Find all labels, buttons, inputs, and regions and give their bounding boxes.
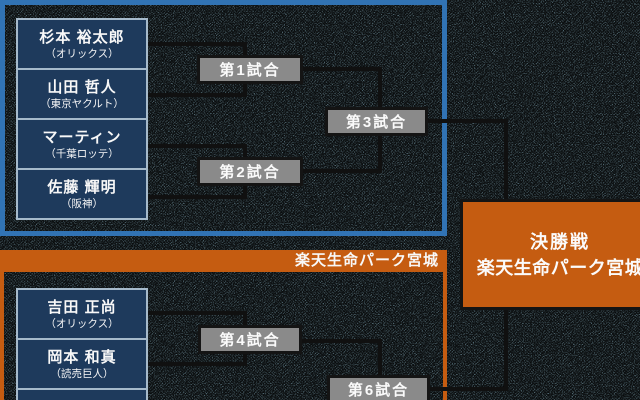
bracket-line (378, 339, 382, 377)
match-box-4: 第4試合 (198, 325, 302, 354)
player-card: 杉本 裕太郎 （オリックス） (18, 20, 146, 68)
final-venue: 楽天生命パーク宮城 (476, 257, 640, 278)
bracket-line (430, 387, 508, 391)
top-player-panel: 杉本 裕太郎 （オリックス） 山田 哲人 （東京ヤクルト） マーティン （千葉ロ… (16, 18, 148, 220)
bracket-line (303, 169, 382, 173)
player-name: 杉本 裕太郎 (39, 28, 125, 46)
bottom-player-panel: 吉田 正尚 （オリックス） 岡本 和真 （読売巨人） (16, 288, 148, 400)
bracket-line (504, 308, 508, 391)
bracket-line (378, 67, 382, 109)
player-name: 岡本 和真 (47, 348, 117, 366)
player-card: 山田 哲人 （東京ヤクルト） (18, 70, 146, 118)
player-name: 佐藤 輝明 (47, 178, 117, 196)
bracket-line (428, 119, 508, 123)
bracket-line (378, 134, 382, 173)
venue-banner: 楽天生命パーク宮城 (0, 250, 447, 272)
match-box-6: 第6試合 (327, 375, 430, 400)
bracket-line (146, 93, 247, 97)
player-card: マーティン （千葉ロッテ） (18, 120, 146, 168)
bracket-line (243, 352, 247, 366)
bracket-line (243, 184, 247, 199)
bracket-line (146, 362, 247, 366)
match-box-1: 第1試合 (197, 55, 303, 84)
bracket-line (302, 339, 382, 343)
player-card: 佐藤 輝明 （阪神） (18, 170, 146, 218)
venue-banner-label: 楽天生命パーク宮城 (294, 252, 439, 269)
bracket-line (303, 67, 382, 71)
final-title: 決勝戦 (530, 231, 590, 252)
player-team: （東京ヤクルト） (40, 97, 124, 110)
bracket-line (146, 144, 247, 148)
bracket-line (243, 82, 247, 97)
player-team: （阪神） (61, 197, 103, 210)
player-card (18, 390, 146, 400)
player-team: （読売巨人） (50, 367, 114, 380)
bottom-section-frame-right (443, 272, 447, 400)
final-match-box: 決勝戦 楽天生命パーク宮城 (460, 199, 640, 310)
bracket-line (146, 311, 247, 315)
bracket-line (146, 195, 247, 199)
match-box-3: 第3試合 (325, 107, 428, 136)
player-team: （千葉ロッテ） (45, 147, 119, 160)
player-team: （オリックス） (45, 317, 119, 330)
player-name: マーティン (42, 128, 122, 146)
player-card: 吉田 正尚 （オリックス） (18, 290, 146, 338)
match-box-2: 第2試合 (197, 157, 303, 186)
bracket-line (146, 42, 247, 46)
player-team: （オリックス） (45, 47, 119, 60)
bracket-line (504, 119, 508, 202)
player-name: 吉田 正尚 (47, 298, 117, 316)
player-name: 山田 哲人 (47, 78, 117, 96)
player-card: 岡本 和真 （読売巨人） (18, 340, 146, 388)
bottom-section-frame-left (0, 272, 4, 400)
